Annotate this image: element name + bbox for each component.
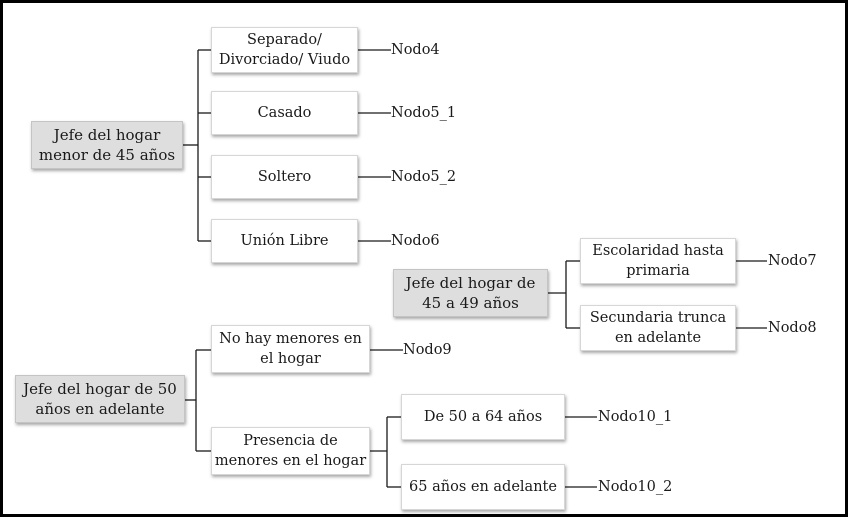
- root-box-menor-45: Jefe del hogar menor de 45 años: [31, 121, 183, 169]
- child-label: Secundaria trunca en adelante: [589, 310, 727, 346]
- root-label: Jefe del hogar de 50 años en adelante: [23, 380, 177, 418]
- child-box-casado: Casado: [211, 91, 358, 135]
- child-box-secundaria-trunca: Secundaria trunca en adelante: [580, 305, 736, 351]
- node-label-nodo7: Nodo7: [768, 253, 817, 269]
- child-label: Casado: [257, 105, 312, 121]
- node-label-nodo4: Nodo4: [391, 42, 440, 58]
- child-label: Unión Libre: [240, 233, 329, 249]
- node-label-nodo5-2: Nodo5_2: [391, 169, 457, 185]
- child-box-escolaridad-primaria: Escolaridad hasta primaria: [580, 238, 736, 284]
- child-box-presencia-menores: Presencia de menores en el hogar: [211, 427, 370, 475]
- connector-lines: [183, 49, 767, 488]
- root-box-45-49: Jefe del hogar de 45 a 49 años: [393, 269, 548, 317]
- child-label: No hay menores en el hogar: [219, 331, 362, 367]
- child-box-union-libre: Unión Libre: [211, 219, 358, 263]
- sub-box-65-adelante: 65 años en adelante: [401, 464, 565, 510]
- child-label: Escolaridad hasta primaria: [592, 243, 724, 279]
- child-label: De 50 a 64 años: [423, 409, 543, 425]
- node-label-nodo10-2: Nodo10_2: [598, 479, 673, 495]
- child-box-soltero: Soltero: [211, 155, 358, 199]
- child-label: 65 años en adelante: [409, 479, 557, 495]
- sub-box-50-64: De 50 a 64 años: [401, 394, 565, 440]
- node-label-nodo9: Nodo9: [403, 342, 452, 358]
- node-label-nodo8: Nodo8: [768, 320, 817, 336]
- child-box-separado: Separado/ Divorciado/ Viudo: [211, 27, 358, 73]
- root-box-50-adelante: Jefe del hogar de 50 años en adelante: [15, 375, 185, 423]
- root-label: Jefe del hogar de 45 a 49 años: [405, 274, 536, 312]
- child-label: Separado/ Divorciado/ Viudo: [218, 32, 351, 68]
- child-label: Presencia de menores en el hogar: [214, 433, 367, 469]
- child-label: Soltero: [257, 169, 312, 185]
- node-label-nodo5-1: Nodo5_1: [391, 105, 457, 121]
- node-label-nodo10-1: Nodo10_1: [598, 409, 673, 425]
- child-box-no-menores: No hay menores en el hogar: [211, 325, 370, 373]
- node-label-nodo6: Nodo6: [391, 233, 440, 249]
- root-label: Jefe del hogar menor de 45 años: [38, 126, 176, 164]
